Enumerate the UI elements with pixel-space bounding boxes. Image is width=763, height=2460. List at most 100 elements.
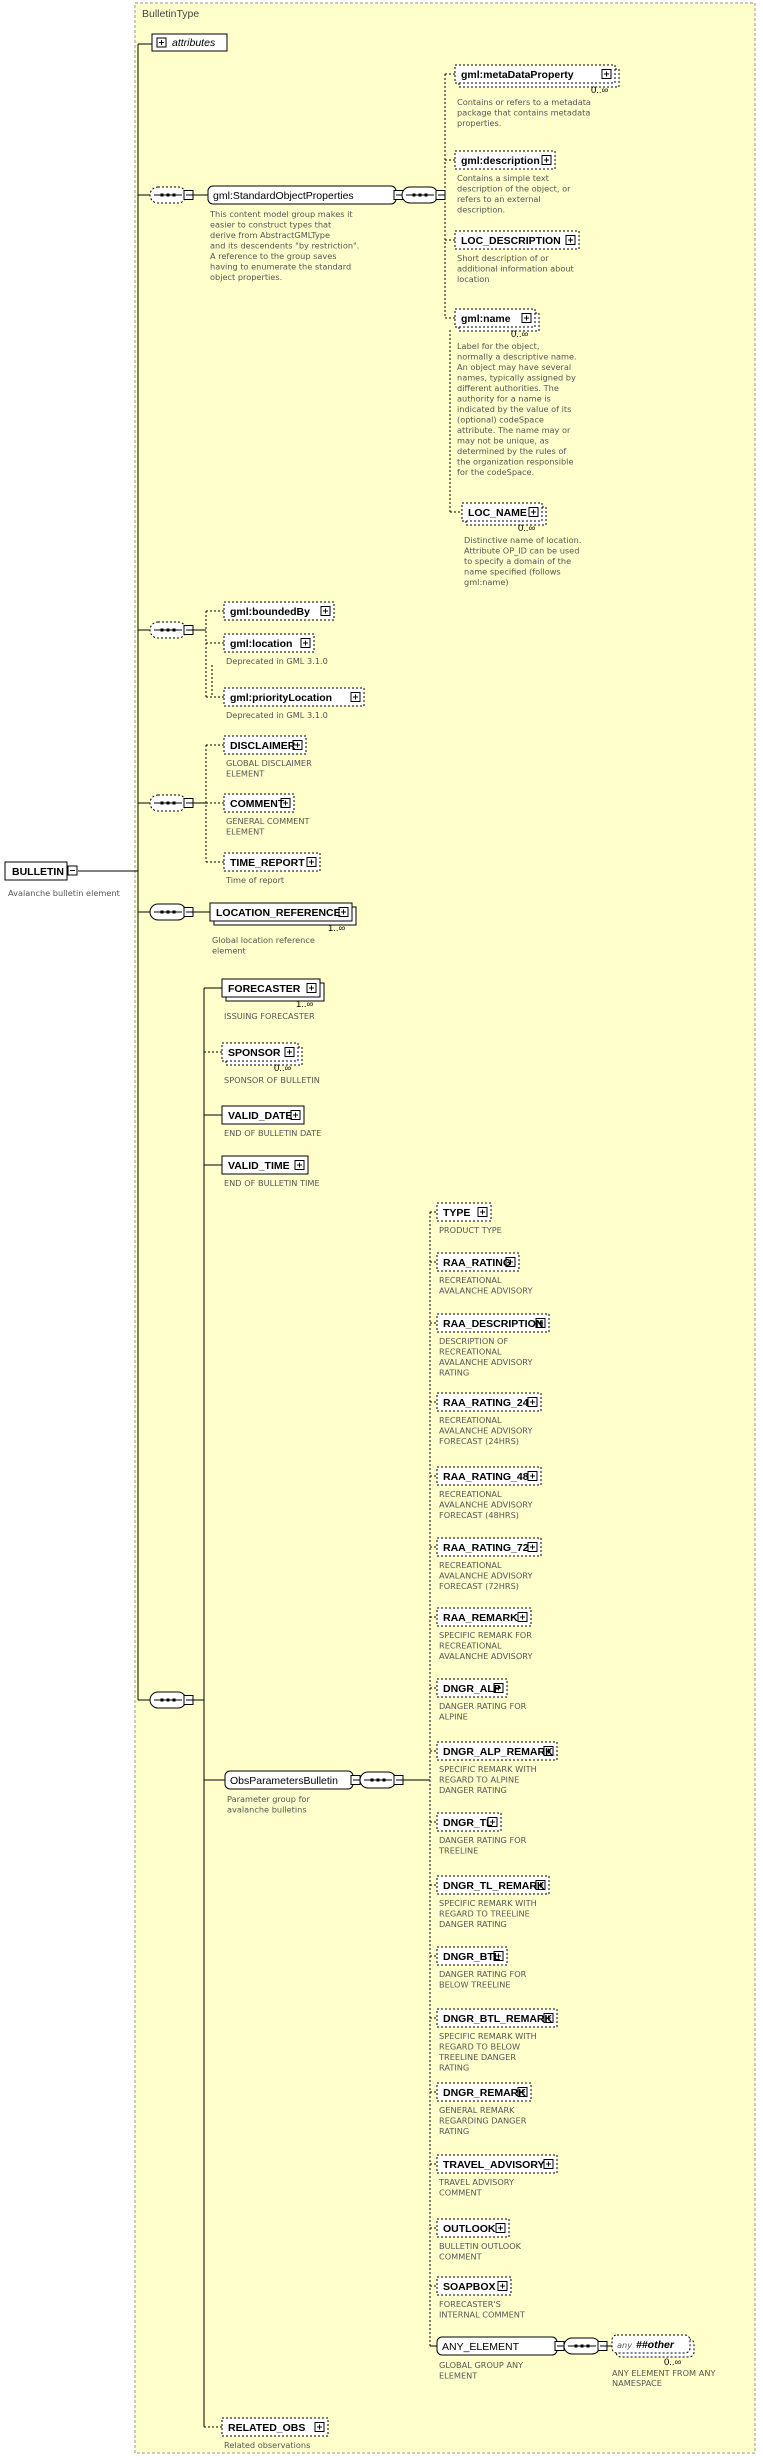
element-box xyxy=(221,1042,299,1062)
expand-icon[interactable] xyxy=(565,235,576,245)
element-box xyxy=(221,1105,305,1125)
doc-text: FORECAST (72HRS) xyxy=(439,1581,519,1591)
sequence-dot xyxy=(160,628,164,632)
doc-text: Global location reference xyxy=(212,935,315,945)
expand-icon[interactable] xyxy=(306,857,317,867)
expand-icon[interactable] xyxy=(493,1683,504,1693)
doc-text: and its descendents "by restriction". xyxy=(210,241,359,251)
expand-icon[interactable] xyxy=(527,1542,538,1552)
expand-icon[interactable] xyxy=(338,907,349,917)
expand-icon[interactable] xyxy=(493,1951,504,1961)
doc-text: SPECIFIC REMARK WITH xyxy=(439,2031,537,2041)
expand-icon[interactable] xyxy=(320,606,331,616)
expand-icon[interactable] xyxy=(527,1471,538,1481)
doc-text: REGARD TO BELOW xyxy=(439,2042,520,2052)
expand-icon[interactable] xyxy=(300,638,311,648)
expand-icon[interactable] xyxy=(541,155,552,165)
doc-text: authority for a name is xyxy=(457,394,551,404)
expand-icon[interactable] xyxy=(535,1318,546,1328)
element-name: LOC_DESCRIPTION xyxy=(461,235,561,247)
element-bounded[interactable]: gml:boundedBy xyxy=(223,601,335,621)
element-box xyxy=(436,1252,520,1272)
element-name: TIME_REPORT xyxy=(230,857,305,869)
sequence-dot xyxy=(160,801,164,805)
expand-icon[interactable] xyxy=(543,2013,554,2023)
expand-icon[interactable] xyxy=(543,1746,554,1756)
expand-icon[interactable] xyxy=(535,1880,546,1890)
expand-icon[interactable] xyxy=(517,1612,528,1622)
expand-icon[interactable] xyxy=(292,740,303,750)
expand-icon[interactable] xyxy=(497,2281,508,2291)
expand-icon[interactable] xyxy=(306,983,317,993)
doc-text: BELOW TREELINE xyxy=(439,1980,511,1990)
sequence-dot xyxy=(166,1698,170,1702)
doc-text: An object may have several xyxy=(457,362,571,372)
doc-text: COMMENT xyxy=(439,2252,483,2262)
doc-text: derive from AbstractGMLType xyxy=(210,230,330,240)
doc-text: having to enumerate the standard xyxy=(210,262,351,272)
expand-icon[interactable] xyxy=(477,1207,488,1217)
expand-icon[interactable] xyxy=(280,798,291,808)
doc-text: DANGER RATING FOR xyxy=(439,1835,527,1845)
expand-icon[interactable] xyxy=(495,2223,506,2233)
expand-icon[interactable] xyxy=(314,2422,325,2432)
expand-icon[interactable] xyxy=(543,2159,554,2169)
expand-icon[interactable] xyxy=(505,1257,516,1267)
doc-text: DANGER RATING FOR xyxy=(439,1701,527,1711)
expand-icon[interactable] xyxy=(528,507,539,517)
doc-text: Avalanche bulletin element xyxy=(8,888,121,898)
expand-icon[interactable] xyxy=(601,69,612,79)
expand-icon[interactable] xyxy=(350,692,361,702)
expand-icon[interactable] xyxy=(517,2087,528,2097)
expand-icon[interactable] xyxy=(284,1047,295,1057)
expand-icon[interactable] xyxy=(487,1817,498,1827)
doc-text: easier to construct types that xyxy=(210,220,332,230)
collapse-icon[interactable] xyxy=(67,865,78,876)
element-name: DNGR_BTL xyxy=(443,1951,501,1963)
sequence-dot xyxy=(172,193,176,197)
expand-icon[interactable] xyxy=(527,1397,538,1407)
expand-icon[interactable] xyxy=(290,1110,301,1120)
attributes-box[interactable]: attributes xyxy=(151,33,228,52)
expand-icon[interactable] xyxy=(294,1160,305,1170)
expand-icon[interactable] xyxy=(156,37,167,48)
doc-text: description. xyxy=(457,205,505,215)
expand-icon[interactable] xyxy=(521,313,532,323)
